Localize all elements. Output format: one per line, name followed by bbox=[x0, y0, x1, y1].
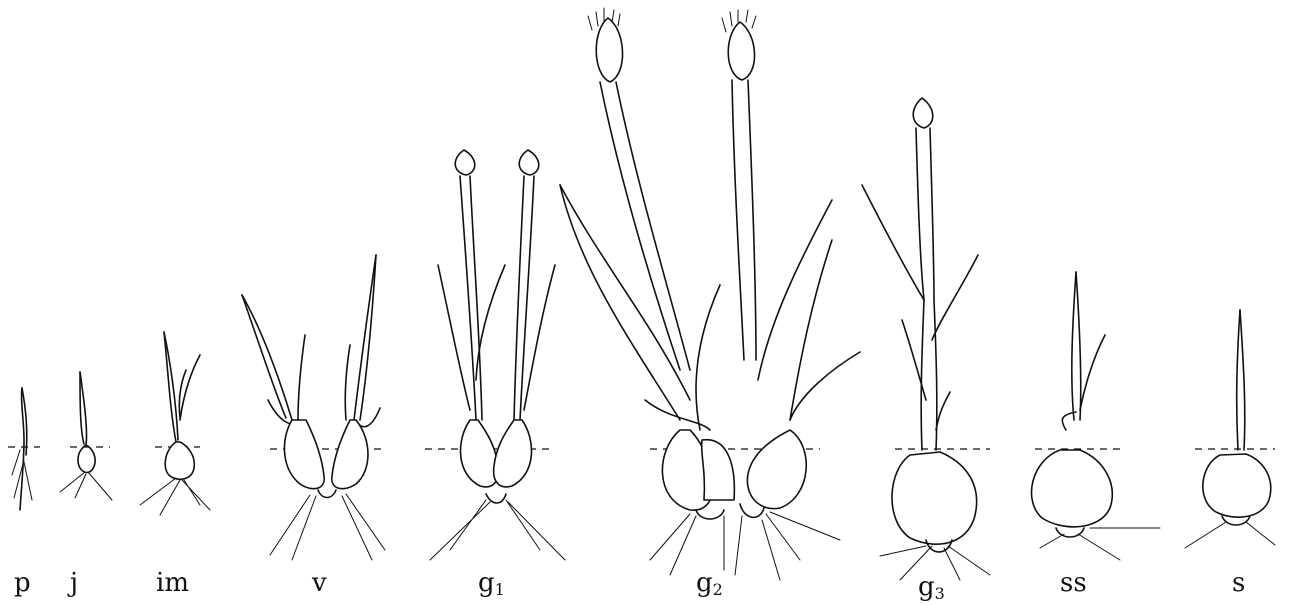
plant-g3 bbox=[862, 98, 990, 580]
stage-label-g2: g2 bbox=[696, 570, 723, 598]
plant-s bbox=[1185, 310, 1275, 548]
plant-g1 bbox=[430, 150, 565, 560]
plant-im bbox=[140, 332, 210, 515]
stage-label-p: p bbox=[14, 570, 31, 598]
soil-level-lines bbox=[8, 447, 1275, 449]
stage-label-s: s bbox=[1232, 570, 1245, 598]
stage-label-g3: g3 bbox=[918, 574, 945, 602]
plant-j bbox=[60, 372, 112, 500]
plant-p bbox=[12, 388, 32, 510]
stage-label-g1: g1 bbox=[478, 570, 505, 598]
stage-label-im: im bbox=[156, 570, 189, 598]
stage-label-j: j bbox=[70, 570, 78, 598]
stage-label-v: v bbox=[312, 570, 327, 598]
stage-label-ss: ss bbox=[1060, 570, 1087, 598]
plant-v bbox=[242, 255, 385, 560]
plant-ss bbox=[1032, 272, 1160, 560]
plant-g2 bbox=[560, 8, 860, 580]
